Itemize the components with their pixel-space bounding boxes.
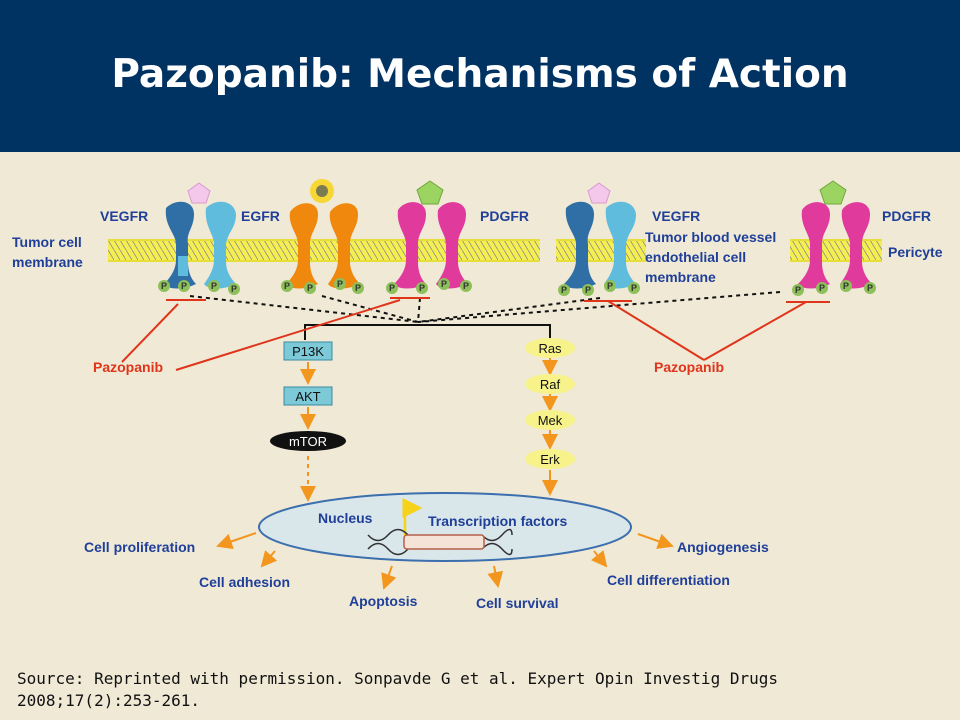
vegf-ligand-right: [587, 182, 611, 204]
nucleus-label: Nucleus: [318, 510, 373, 526]
svg-text:P: P: [231, 284, 237, 294]
dna-helix-icon: [367, 528, 513, 556]
pdgfr-left-label: PDGFR: [480, 208, 529, 224]
endothelial-cell-membrane: [556, 239, 646, 262]
pericyte-label: Pericyte: [888, 244, 943, 260]
pdgfr-right-label: PDGFR: [882, 208, 931, 224]
svg-text:P: P: [355, 283, 361, 293]
p13k-node: P13K: [292, 344, 324, 359]
svg-text:P: P: [867, 283, 873, 293]
source-citation: Source: Reprinted with permission. Sonpa…: [17, 669, 778, 710]
vegfr-receptor-right: [564, 201, 636, 289]
svg-text:P: P: [561, 285, 567, 295]
pathway-bracket: [304, 324, 551, 340]
pdgf-ligand-right: [819, 180, 847, 205]
pdgfr-receptor-right: [798, 202, 872, 289]
tumor-cell-membrane: [108, 239, 540, 262]
vegfr-receptor-left: [164, 201, 236, 289]
egfr-receptor: [286, 203, 360, 289]
diagram-area: P P P P P P P P P P P P P P P P P P P P …: [0, 152, 960, 720]
svg-text:P: P: [463, 281, 469, 291]
svg-text:P: P: [181, 281, 187, 291]
mtor-node: mTOR: [289, 434, 327, 449]
ras-pathway: Ras Raf Mek Erk: [525, 338, 575, 496]
svg-text:P: P: [161, 281, 167, 291]
svg-text:P: P: [284, 281, 290, 291]
svg-text:P: P: [795, 285, 801, 295]
svg-text:P: P: [389, 283, 395, 293]
nucleus: Nucleus Transcription factors: [258, 492, 632, 562]
vegfr-left-label: VEGFR: [100, 208, 148, 224]
cell-survival-label: Cell survival: [476, 595, 559, 611]
svg-text:P: P: [843, 281, 849, 291]
mechanism-diagram: P P P P P P P P P P P P P P P P P P P P …: [12, 179, 943, 611]
ras-node: Ras: [538, 341, 562, 356]
tumor-membrane-label: membrane: [12, 254, 83, 270]
pazopanib-right-label: Pazopanib: [654, 359, 724, 375]
egfr-label: EGFR: [241, 208, 280, 224]
akt-node: AKT: [295, 389, 320, 404]
title-bar: [0, 0, 960, 152]
cell-differentiation-label: Cell differentiation: [607, 572, 730, 588]
pericyte-membrane: [790, 239, 882, 262]
mek-node: Mek: [538, 413, 563, 428]
slide-title: Pazopanib: Mechanisms of Action: [111, 52, 849, 97]
endothelial-label-3: membrane: [645, 269, 716, 285]
outcome-arrows: [216, 532, 674, 590]
phosphate-groups: P P P P P P P P P P P P P P P P P P P P: [158, 278, 876, 296]
pi3k-pathway: P13K AKT mTOR: [270, 341, 346, 502]
svg-text:P: P: [307, 283, 313, 293]
angiogenesis-label: Angiogenesis: [677, 539, 769, 555]
tumor-cell-label: Tumor cell: [12, 234, 82, 250]
endothelial-label-1: Tumor blood vessel: [645, 229, 776, 245]
apoptosis-label: Apoptosis: [349, 593, 418, 609]
transcription-factors-label: Transcription factors: [428, 513, 567, 529]
raf-node: Raf: [540, 377, 561, 392]
svg-text:P: P: [819, 283, 825, 293]
svg-text:P: P: [441, 279, 447, 289]
egf-ligand-core: [316, 185, 328, 197]
signal-dashed-lines: [189, 291, 781, 323]
pdgfr-receptor-left: [394, 202, 468, 289]
svg-text:P: P: [631, 283, 637, 293]
endothelial-label-2: endothelial cell: [645, 249, 746, 265]
pazopanib-left-label: Pazopanib: [93, 359, 163, 375]
svg-text:P: P: [607, 281, 613, 291]
inhibition-lines: [121, 297, 830, 371]
svg-text:P: P: [419, 283, 425, 293]
erk-node: Erk: [540, 452, 560, 467]
vegf-ligand-left: [187, 182, 211, 204]
cell-proliferation-label: Cell proliferation: [84, 539, 195, 555]
cell-adhesion-label: Cell adhesion: [199, 574, 290, 590]
pdgf-ligand-left: [416, 180, 444, 205]
vegfr-right-label: VEGFR: [652, 208, 700, 224]
svg-text:P: P: [211, 281, 217, 291]
svg-text:P: P: [585, 285, 591, 295]
svg-text:P: P: [337, 279, 343, 289]
